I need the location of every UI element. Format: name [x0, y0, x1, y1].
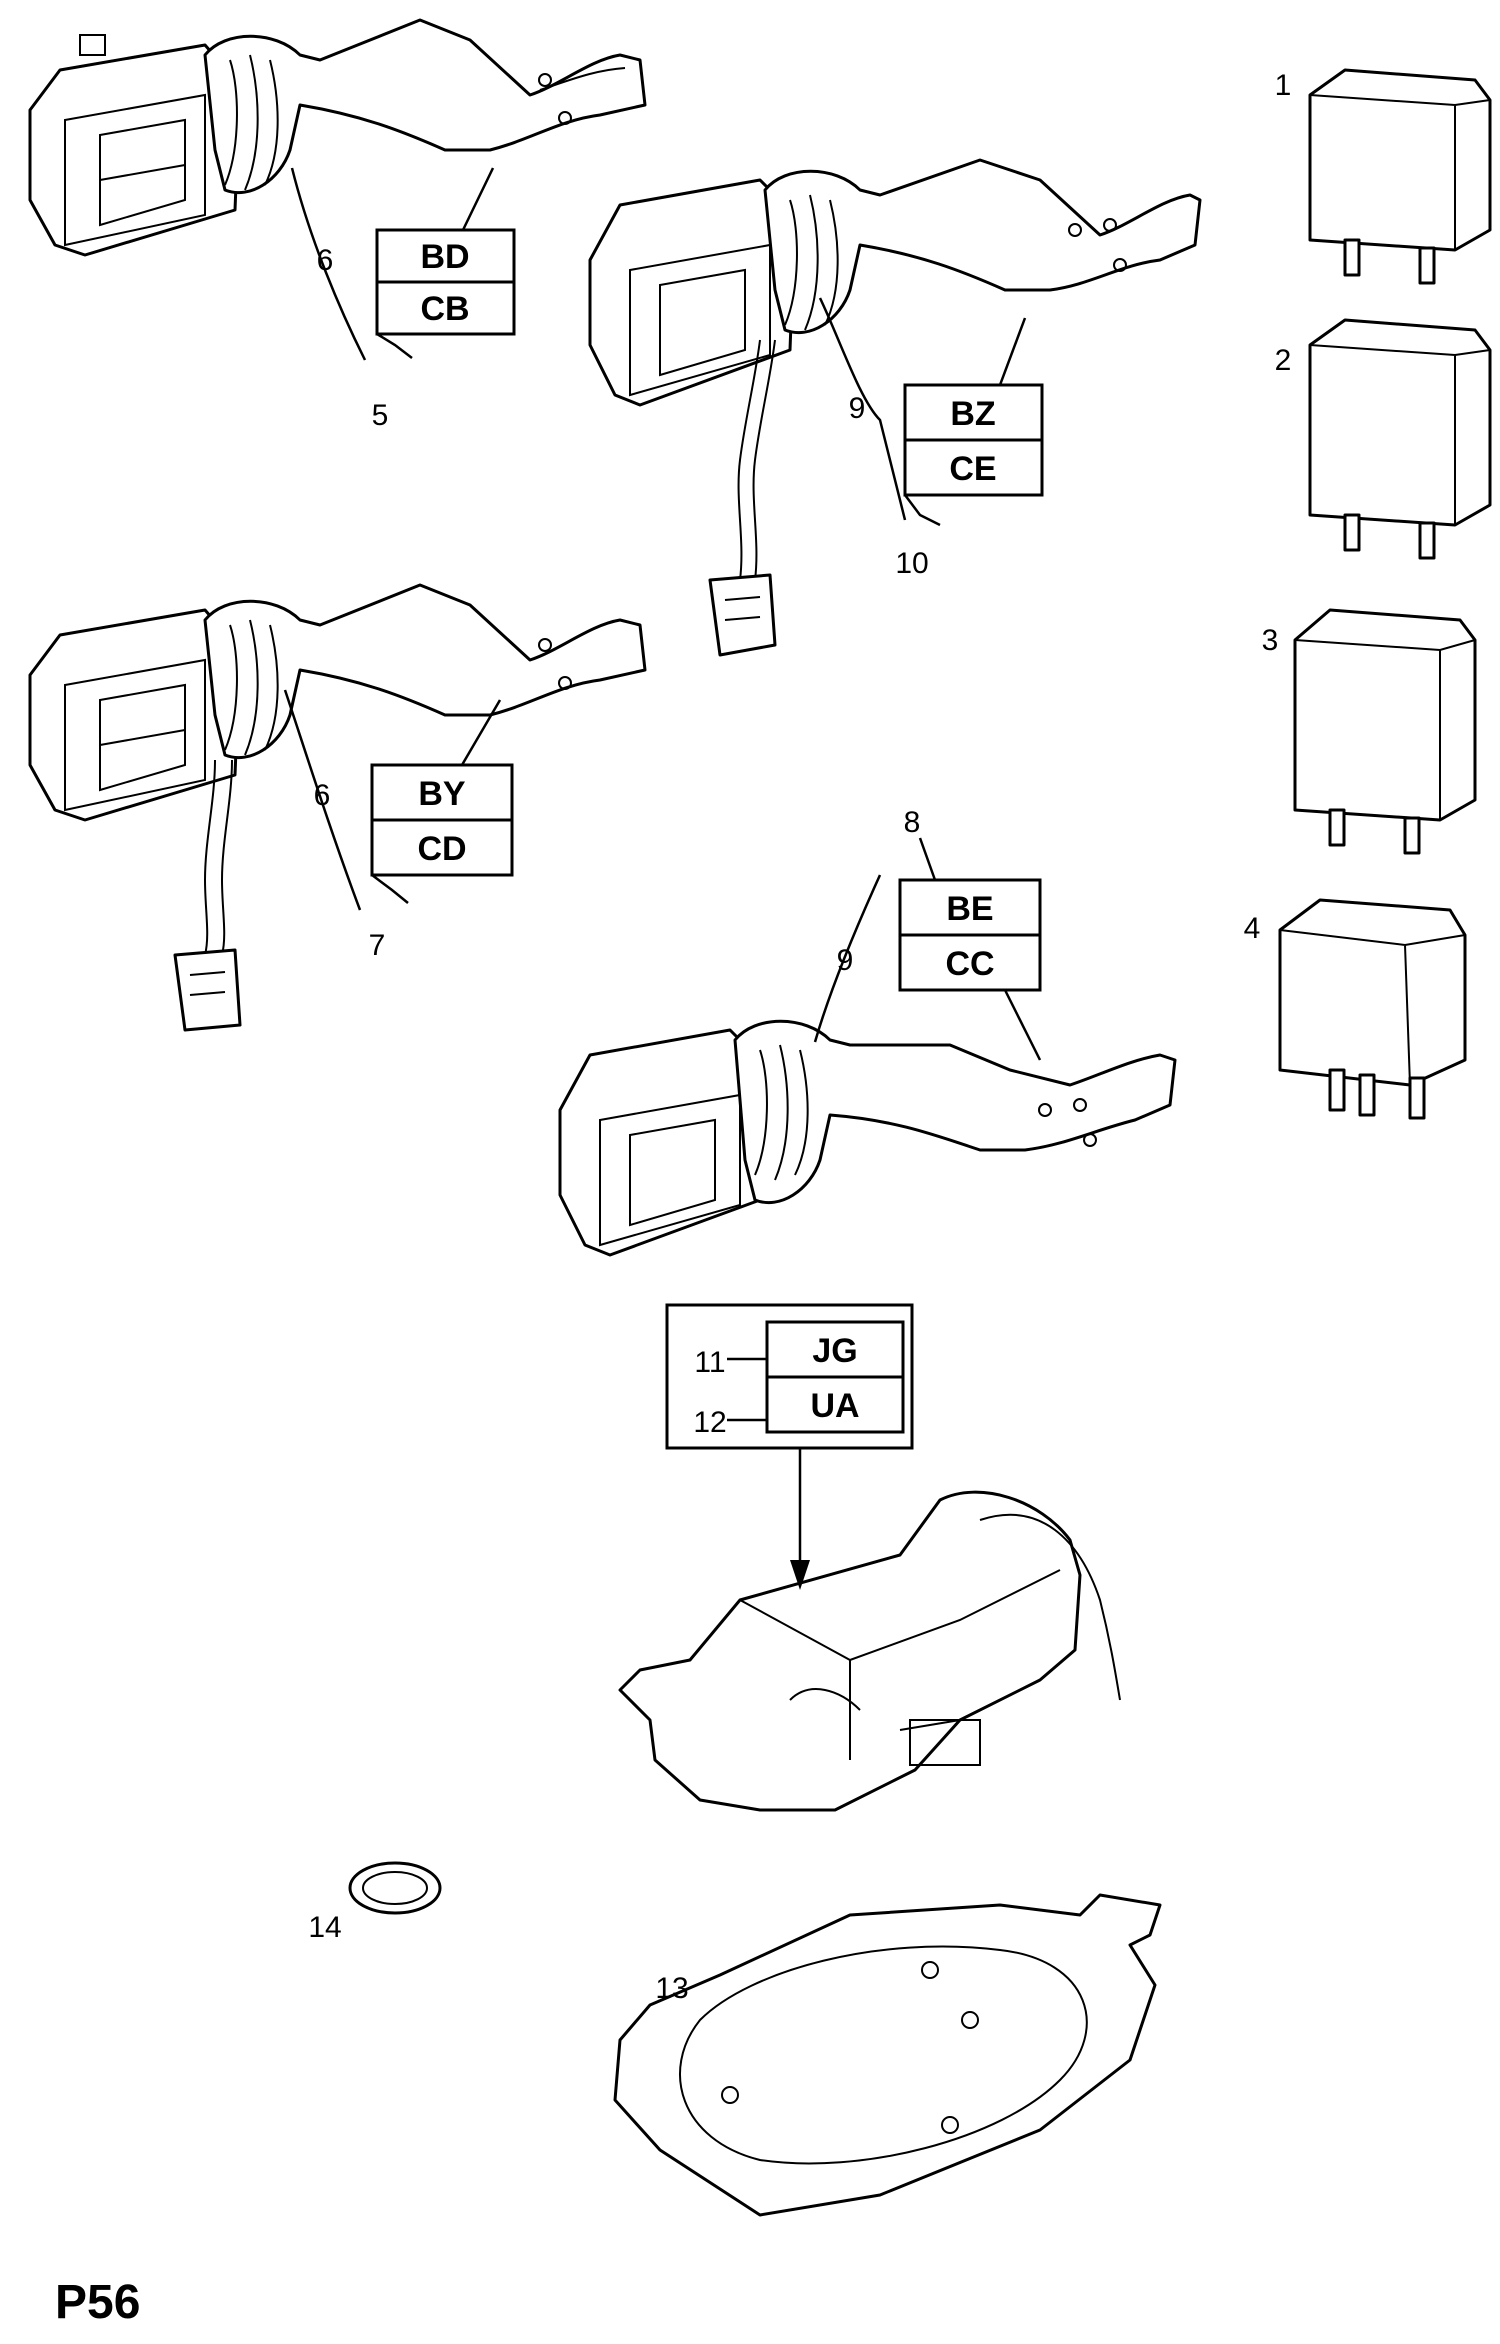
code-top: BY [418, 775, 466, 813]
callout-9b: 9 [837, 944, 854, 977]
leader-lines [283, 167, 1042, 1061]
code-box-jg-ua: JG UA [665, 1303, 914, 1590]
relay-3 [1293, 608, 1477, 855]
callout-4: 4 [1244, 912, 1261, 945]
callout-6a: 6 [317, 244, 334, 277]
base-plate [613, 1893, 1162, 2217]
code-top: BD [420, 238, 469, 276]
code-bottom: CD [417, 830, 466, 868]
callout-12: 12 [693, 1406, 726, 1439]
code-top: BZ [950, 395, 995, 433]
code-top: BE [946, 890, 993, 928]
relay-1 [1308, 68, 1492, 285]
callout-10: 10 [895, 547, 928, 580]
callout-9a: 9 [849, 392, 866, 425]
code-box-bd-cb: BD CB [375, 228, 516, 336]
callout-14: 14 [308, 1911, 341, 1944]
callout-6b: 6 [314, 779, 331, 812]
switch-assembly-c [28, 583, 647, 1032]
code-box-be-cc: BE CC [898, 878, 1042, 992]
code-bottom: UA [810, 1387, 859, 1425]
callout-labels: 1 2 3 4 5 6 6 7 8 9 9 10 11 12 13 14 [308, 69, 1291, 2005]
callout-2: 2 [1275, 344, 1292, 377]
switch-assembly-d [558, 1019, 1177, 1257]
relay-4 [1278, 898, 1467, 1120]
callout-7: 7 [369, 929, 386, 962]
callout-8: 8 [904, 806, 921, 839]
code-box-bz-ce: BZ CE [903, 383, 1044, 497]
control-unit [618, 1490, 1121, 1812]
code-box-by-cd: BY CD [370, 763, 514, 877]
washer [348, 1861, 442, 1915]
page-code: P56 [55, 2276, 140, 2329]
code-bottom: CE [949, 450, 996, 488]
code-top: JG [812, 1332, 857, 1370]
code-bottom: CB [420, 290, 469, 328]
callout-1: 1 [1275, 69, 1292, 102]
switch-assembly-a [28, 18, 647, 257]
callout-11: 11 [694, 1346, 725, 1379]
callout-5: 5 [372, 399, 389, 432]
callout-3: 3 [1262, 624, 1279, 657]
callout-13: 13 [655, 1972, 688, 2005]
switch-assembly-b [588, 158, 1202, 657]
relay-2 [1308, 318, 1492, 560]
code-bottom: CC [945, 945, 994, 983]
